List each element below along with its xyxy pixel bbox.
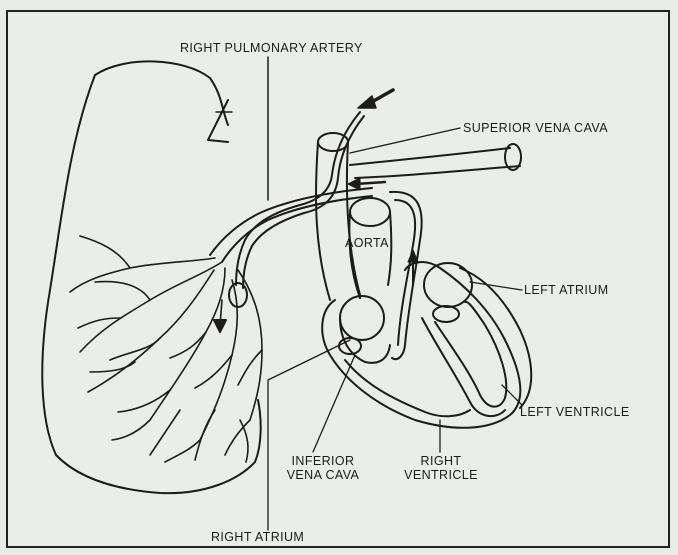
left-atrium-shape	[424, 263, 472, 307]
label-superior-vena-cava: SUPERIOR VENA CAVA	[463, 121, 608, 135]
label-left-ventricle: LEFT VENTRICLE	[520, 405, 630, 419]
pulmonary-branches	[70, 236, 262, 462]
lung-fissure	[208, 100, 228, 142]
label-right-pulmonary-artery: RIGHT PULMONARY ARTERY	[180, 41, 363, 55]
label-aorta: AORTA	[345, 236, 389, 250]
right-atrium-leader	[268, 340, 350, 530]
pulmonary-trunk-right	[350, 148, 520, 178]
superior-vena-cava-top	[318, 133, 348, 151]
svc-leader	[350, 128, 460, 153]
ivc-leader	[313, 355, 355, 452]
flow-arrow-lung	[214, 320, 226, 332]
label-right-atrium: RIGHT ATRIUM	[211, 530, 304, 544]
lung-outline	[42, 61, 260, 493]
label-rv-line1: RIGHT	[398, 454, 484, 468]
catheter-tube	[236, 112, 360, 285]
label-ivc-line1: INFERIOR	[278, 454, 368, 468]
label-right-ventricle: RIGHT VENTRICLE	[398, 454, 484, 482]
label-ivc-line2: VENA CAVA	[278, 468, 368, 482]
pulmonary-loop	[390, 192, 422, 359]
right-atrium-shape	[340, 296, 384, 340]
catheter-balloon	[229, 283, 247, 307]
aorta	[349, 212, 391, 298]
label-left-atrium: LEFT ATRIUM	[524, 283, 609, 297]
label-rv-line2: VENTRICLE	[398, 468, 484, 482]
label-inferior-vena-cava: INFERIOR VENA CAVA	[278, 454, 368, 482]
left-atrium-leader	[470, 282, 522, 290]
mitral-valve	[433, 306, 459, 322]
left-ventricle-shape	[435, 302, 506, 407]
aorta-top	[350, 198, 390, 226]
